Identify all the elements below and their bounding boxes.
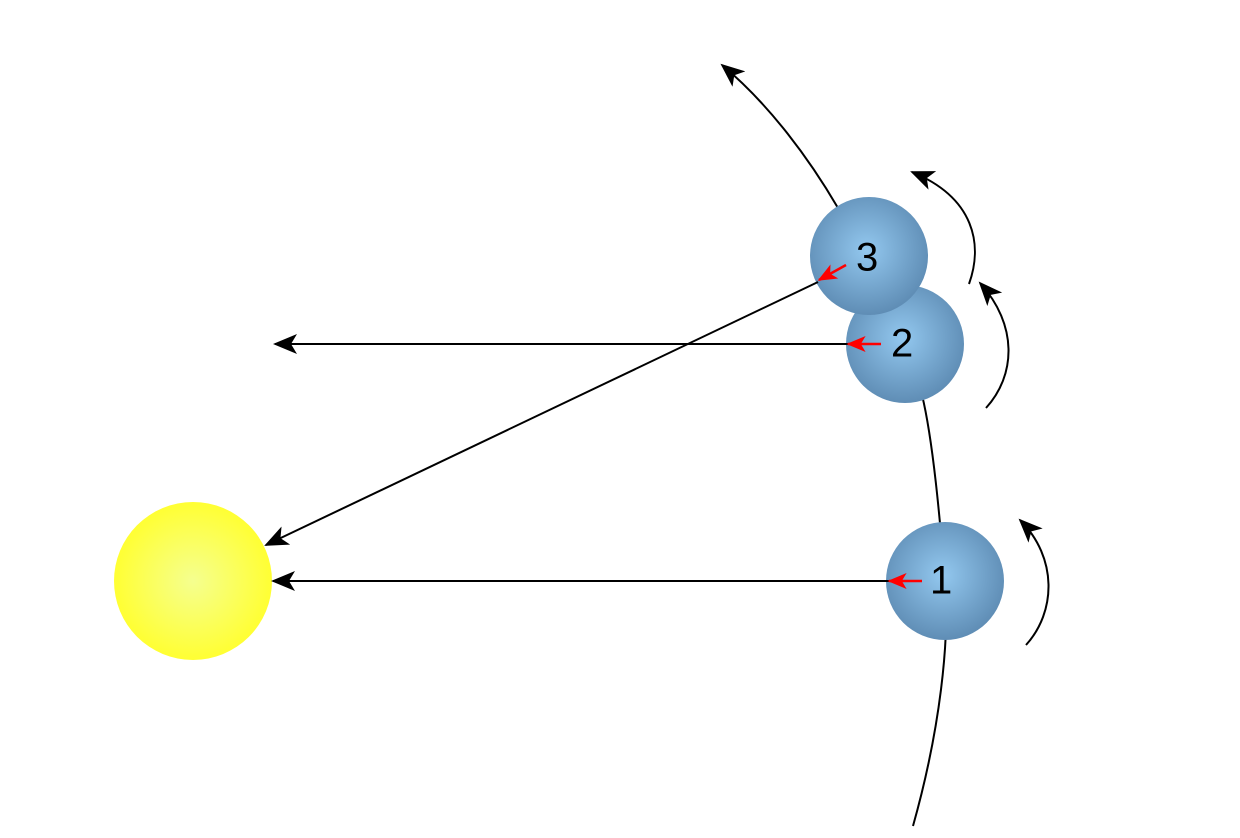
pointer-arrow-3: [817, 263, 847, 282]
rotation-arrow-2: [978, 281, 1010, 409]
planet-1-label: 1: [930, 559, 952, 603]
planet-3: [810, 197, 928, 315]
planet-3-label: 3: [856, 236, 878, 280]
planet-2-label: 2: [891, 322, 913, 366]
sun: [114, 502, 272, 660]
planet-1: [886, 522, 1004, 640]
orbit-path-upper: [720, 63, 839, 209]
sun-direction-line-3: [264, 281, 819, 546]
rotation-arrow-1: [1018, 518, 1050, 646]
rotation-arrow-3: [910, 171, 976, 285]
